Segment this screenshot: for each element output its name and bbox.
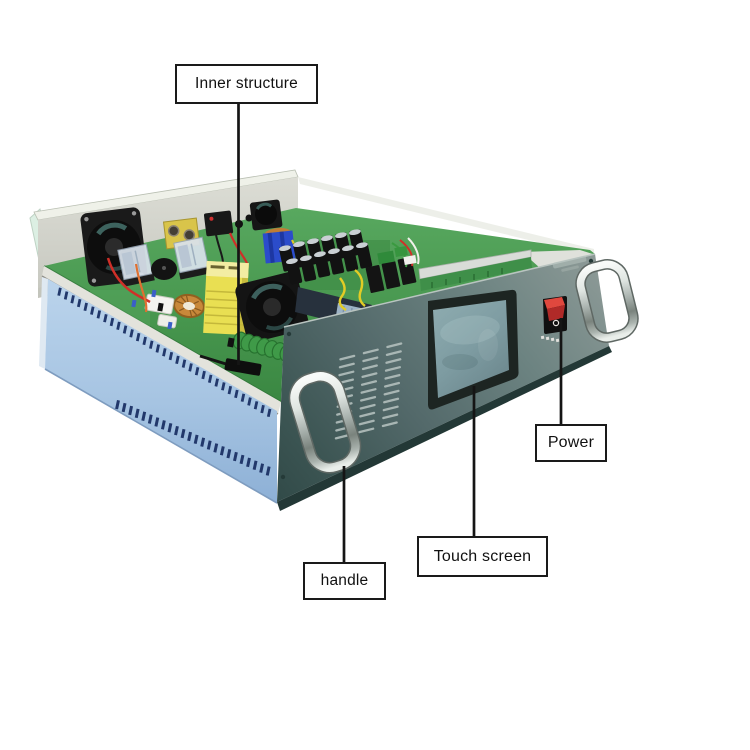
heatsink-slots [57, 287, 272, 476]
label-power: Power [535, 424, 607, 462]
switch-caption-glyphs [540, 335, 560, 343]
capacitor-bank [279, 229, 417, 293]
chassis-right-wall-edge [298, 177, 594, 256]
breaker-module [203, 210, 234, 237]
label-power-text: Power [547, 434, 595, 451]
cable-connector [199, 354, 262, 376]
terminal-knob [245, 214, 253, 222]
label-inner-structure-text: Inner structure [195, 75, 298, 92]
heatsink-rail [39, 277, 278, 504]
small-parts [131, 246, 417, 348]
touch-screen [428, 289, 519, 410]
relay-2 [173, 236, 211, 280]
leader-lines [237, 103, 563, 563]
riser-card [418, 249, 596, 291]
cooling-fan-mid [235, 271, 309, 343]
toroidal-inductor [173, 293, 205, 319]
label-handle-text: handle [320, 572, 369, 589]
label-touch-screen: Touch screen [417, 536, 548, 577]
label-inner-structure: Inner structure [175, 64, 318, 104]
buzzer [151, 258, 177, 280]
brand-etching [552, 255, 587, 272]
relay-1 [117, 243, 155, 287]
cooling-fan-small [249, 199, 283, 231]
switch-o-marking [552, 319, 560, 327]
front-handle-left [288, 370, 362, 474]
label-touch-screen-text: Touch screen [433, 547, 532, 565]
front-handle-right [575, 259, 639, 343]
panel-bottom-lip [277, 346, 612, 511]
label-handle: handle [303, 562, 386, 600]
